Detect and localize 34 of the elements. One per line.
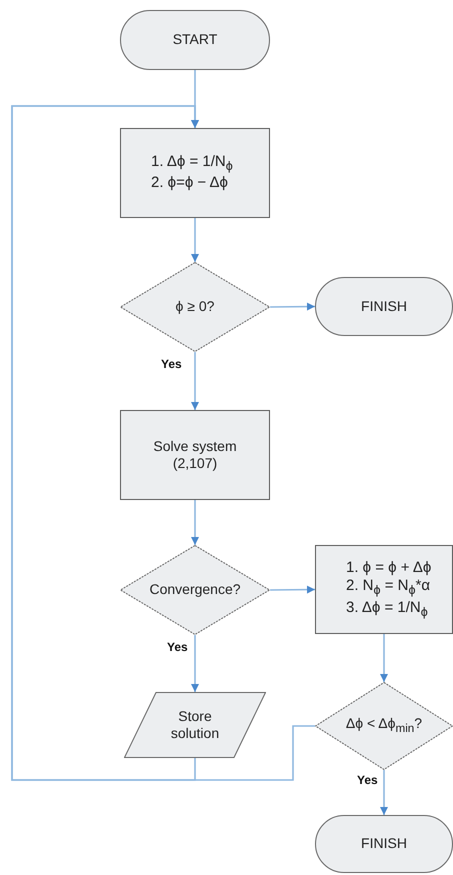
node-text: 1. ϕ = ϕ + Δϕ [346, 558, 432, 578]
node-text: START [172, 31, 218, 49]
arrow [191, 218, 199, 262]
arrow [191, 635, 199, 692]
arrow [191, 500, 199, 545]
decision-diamond [120, 545, 270, 635]
process-box [120, 410, 270, 500]
arrow [380, 770, 388, 815]
node-text: Store solution [170, 708, 220, 742]
node-text: 2. ϕ=ϕ − Δϕ [151, 174, 228, 194]
terminator-node [315, 815, 453, 873]
arrow [191, 352, 199, 410]
node-text: Solve system (2,107) [152, 438, 238, 472]
arrow [380, 634, 388, 682]
terminator-node [315, 277, 453, 336]
question-text: Δϕ < Δϕ$_{min}$? [346, 715, 422, 737]
node-text: FINISH [361, 298, 407, 316]
question-text: Convergence? [149, 581, 241, 599]
edge-label: Yes [166, 640, 189, 654]
arrow [270, 586, 315, 594]
node-text: 3. Δϕ = 1/N$_{ϕ}$ [346, 598, 428, 620]
decision-diamond [315, 682, 453, 770]
edge-label: Yes [160, 357, 183, 371]
arrow [11, 105, 315, 781]
data-parallelogram [124, 692, 266, 758]
node-text: 1. Δϕ = 1/N$_{ϕ}$ [151, 152, 233, 174]
process-box [120, 128, 270, 218]
node-text: FINISH [361, 835, 407, 853]
node-text: 2. N$_{ϕ}$ = N$_{ϕ}$*α [346, 577, 430, 599]
arrow [270, 302, 315, 311]
question-text: ϕ ≥ 0? [176, 298, 214, 316]
decision-diamond [120, 262, 270, 352]
edge-label: Yes [356, 773, 379, 787]
process-box [315, 545, 453, 634]
